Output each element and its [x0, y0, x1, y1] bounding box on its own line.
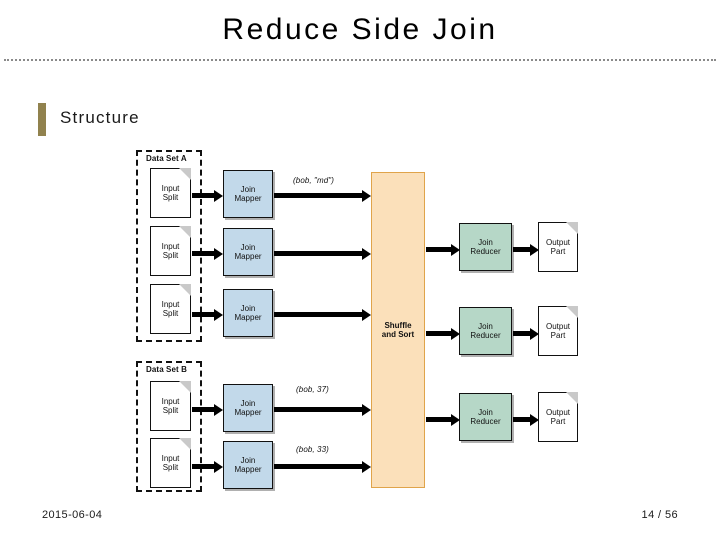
input-split-doc: Input Split: [150, 226, 191, 276]
join-reducer-label: Join Reducer: [470, 407, 501, 427]
join-mapper-box: Join Mapper: [223, 170, 273, 218]
join-reducer-box: Join Reducer: [459, 223, 512, 271]
footer-date: 2015-06-04: [42, 509, 103, 521]
join-mapper-label: Join Mapper: [234, 242, 262, 262]
edge-label-bob-md: (bob, "md"): [293, 176, 335, 185]
join-mapper-label: Join Mapper: [234, 455, 262, 475]
output-part-doc: Output Part: [538, 222, 578, 272]
join-reducer-box: Join Reducer: [459, 393, 512, 441]
output-part-label: Output Part: [545, 322, 570, 340]
shuffle-and-sort-label: Shuffle and Sort: [381, 320, 415, 340]
join-reducer-box: Join Reducer: [459, 307, 512, 355]
output-part-label: Output Part: [545, 238, 570, 256]
page-fold-icon: [179, 284, 191, 296]
input-split-label: Input Split: [161, 242, 180, 260]
dataset-label-b: Data Set B: [146, 365, 188, 374]
page-fold-icon: [179, 226, 191, 238]
input-split-doc: Input Split: [150, 381, 191, 431]
join-mapper-box: Join Mapper: [223, 289, 273, 337]
page-fold-icon: [179, 438, 191, 450]
dataset-label-a: Data Set A: [146, 154, 187, 163]
dataset-group-a: [136, 150, 202, 342]
input-split-label: Input Split: [161, 397, 180, 415]
input-split-label: Input Split: [161, 454, 180, 472]
input-split-doc: Input Split: [150, 168, 191, 218]
edge-label-bob-33: (bob, 33): [296, 445, 329, 454]
output-part-label: Output Part: [545, 408, 570, 426]
page-fold-icon: [179, 381, 191, 393]
output-part-doc: Output Part: [538, 392, 578, 442]
section-heading: Structure: [60, 108, 140, 127]
page-fold-icon: [179, 168, 191, 180]
join-mapper-label: Join Mapper: [234, 303, 262, 323]
input-split-label: Input Split: [161, 184, 180, 202]
title-divider: [4, 59, 716, 61]
page-fold-icon: [566, 306, 578, 318]
edge-label-bob-37: (bob, 37): [296, 385, 329, 394]
footer-page-number: 14 / 56: [641, 509, 678, 521]
page-title: Reduce Side Join: [222, 13, 498, 46]
join-reducer-label: Join Reducer: [470, 237, 501, 257]
dataset-group-b: [136, 361, 202, 492]
shuffle-and-sort-box: Shuffle and Sort: [371, 172, 425, 488]
join-mapper-label: Join Mapper: [234, 398, 262, 418]
input-split-doc: Input Split: [150, 438, 191, 488]
page-fold-icon: [566, 392, 578, 404]
join-mapper-box: Join Mapper: [223, 441, 273, 489]
join-mapper-box: Join Mapper: [223, 228, 273, 276]
input-split-label: Input Split: [161, 300, 180, 318]
section-accent-bar: [38, 103, 46, 136]
page-fold-icon: [566, 222, 578, 234]
join-mapper-box: Join Mapper: [223, 384, 273, 432]
join-reducer-label: Join Reducer: [470, 321, 501, 341]
input-split-doc: Input Split: [150, 284, 191, 334]
output-part-doc: Output Part: [538, 306, 578, 356]
join-mapper-label: Join Mapper: [234, 184, 262, 204]
